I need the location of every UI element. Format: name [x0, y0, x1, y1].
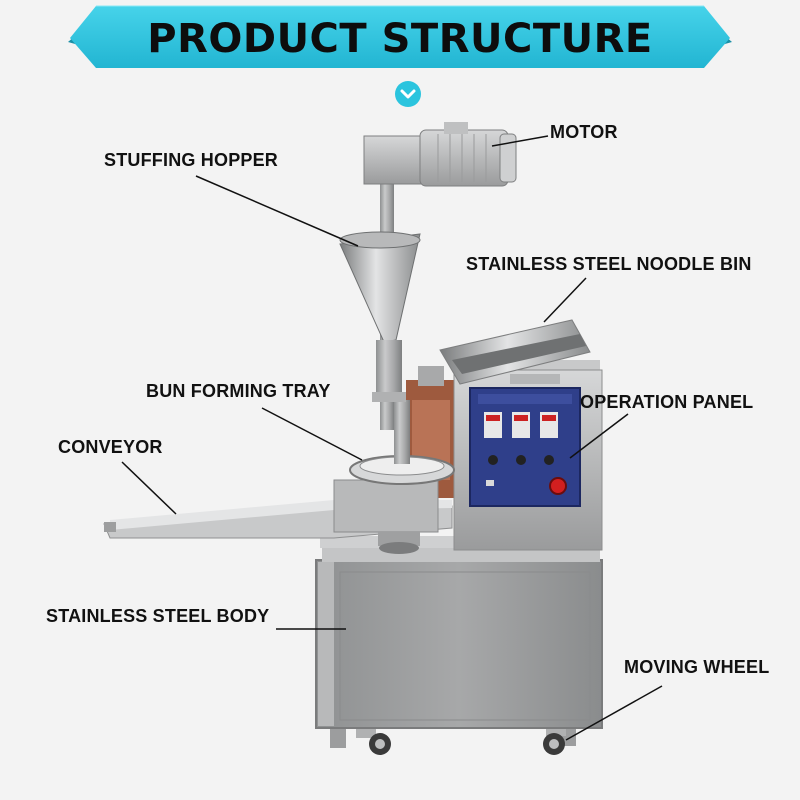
label-moving-wheel: MOVING WHEEL: [624, 657, 770, 677]
label-noodle-bin: STAINLESS STEEL NOODLE BIN: [466, 254, 752, 274]
label-bun-forming-tray: BUN FORMING TRAY: [146, 381, 331, 401]
stainless-steel-noodle-bin: [439, 319, 591, 385]
label-stuffing-hopper: STUFFING HOPPER: [104, 150, 279, 170]
leader-lines: [121, 135, 663, 741]
bun-forming-tray: [333, 455, 455, 554]
moving-wheel-left: [356, 728, 391, 755]
operation-panel: [469, 387, 581, 507]
leader-stuffing-hopper: [195, 175, 359, 247]
leader-noodle-bin: [543, 277, 587, 323]
stainless-steel-body: [315, 536, 603, 729]
leader-moving-wheel: [565, 685, 663, 741]
label-conveyor: CONVEYOR: [58, 437, 163, 457]
leader-bun-forming-tray: [261, 407, 363, 461]
leader-operation-panel: [569, 413, 629, 459]
stuffing-hopper: [339, 176, 444, 464]
leader-motor: [491, 135, 549, 147]
leader-conveyor: [121, 461, 177, 515]
label-stainless-steel-body: STAINLESS STEEL BODY: [46, 606, 270, 626]
header-banner: [68, 5, 732, 68]
motor: [363, 122, 517, 187]
chevron-down-icon: [395, 81, 421, 107]
page-title: PRODUCT STRUCTURE: [147, 16, 653, 62]
moving-wheel-right: [543, 726, 566, 755]
label-motor: MOTOR: [550, 122, 618, 142]
label-operation-panel: OPERATION PANEL: [580, 392, 754, 412]
